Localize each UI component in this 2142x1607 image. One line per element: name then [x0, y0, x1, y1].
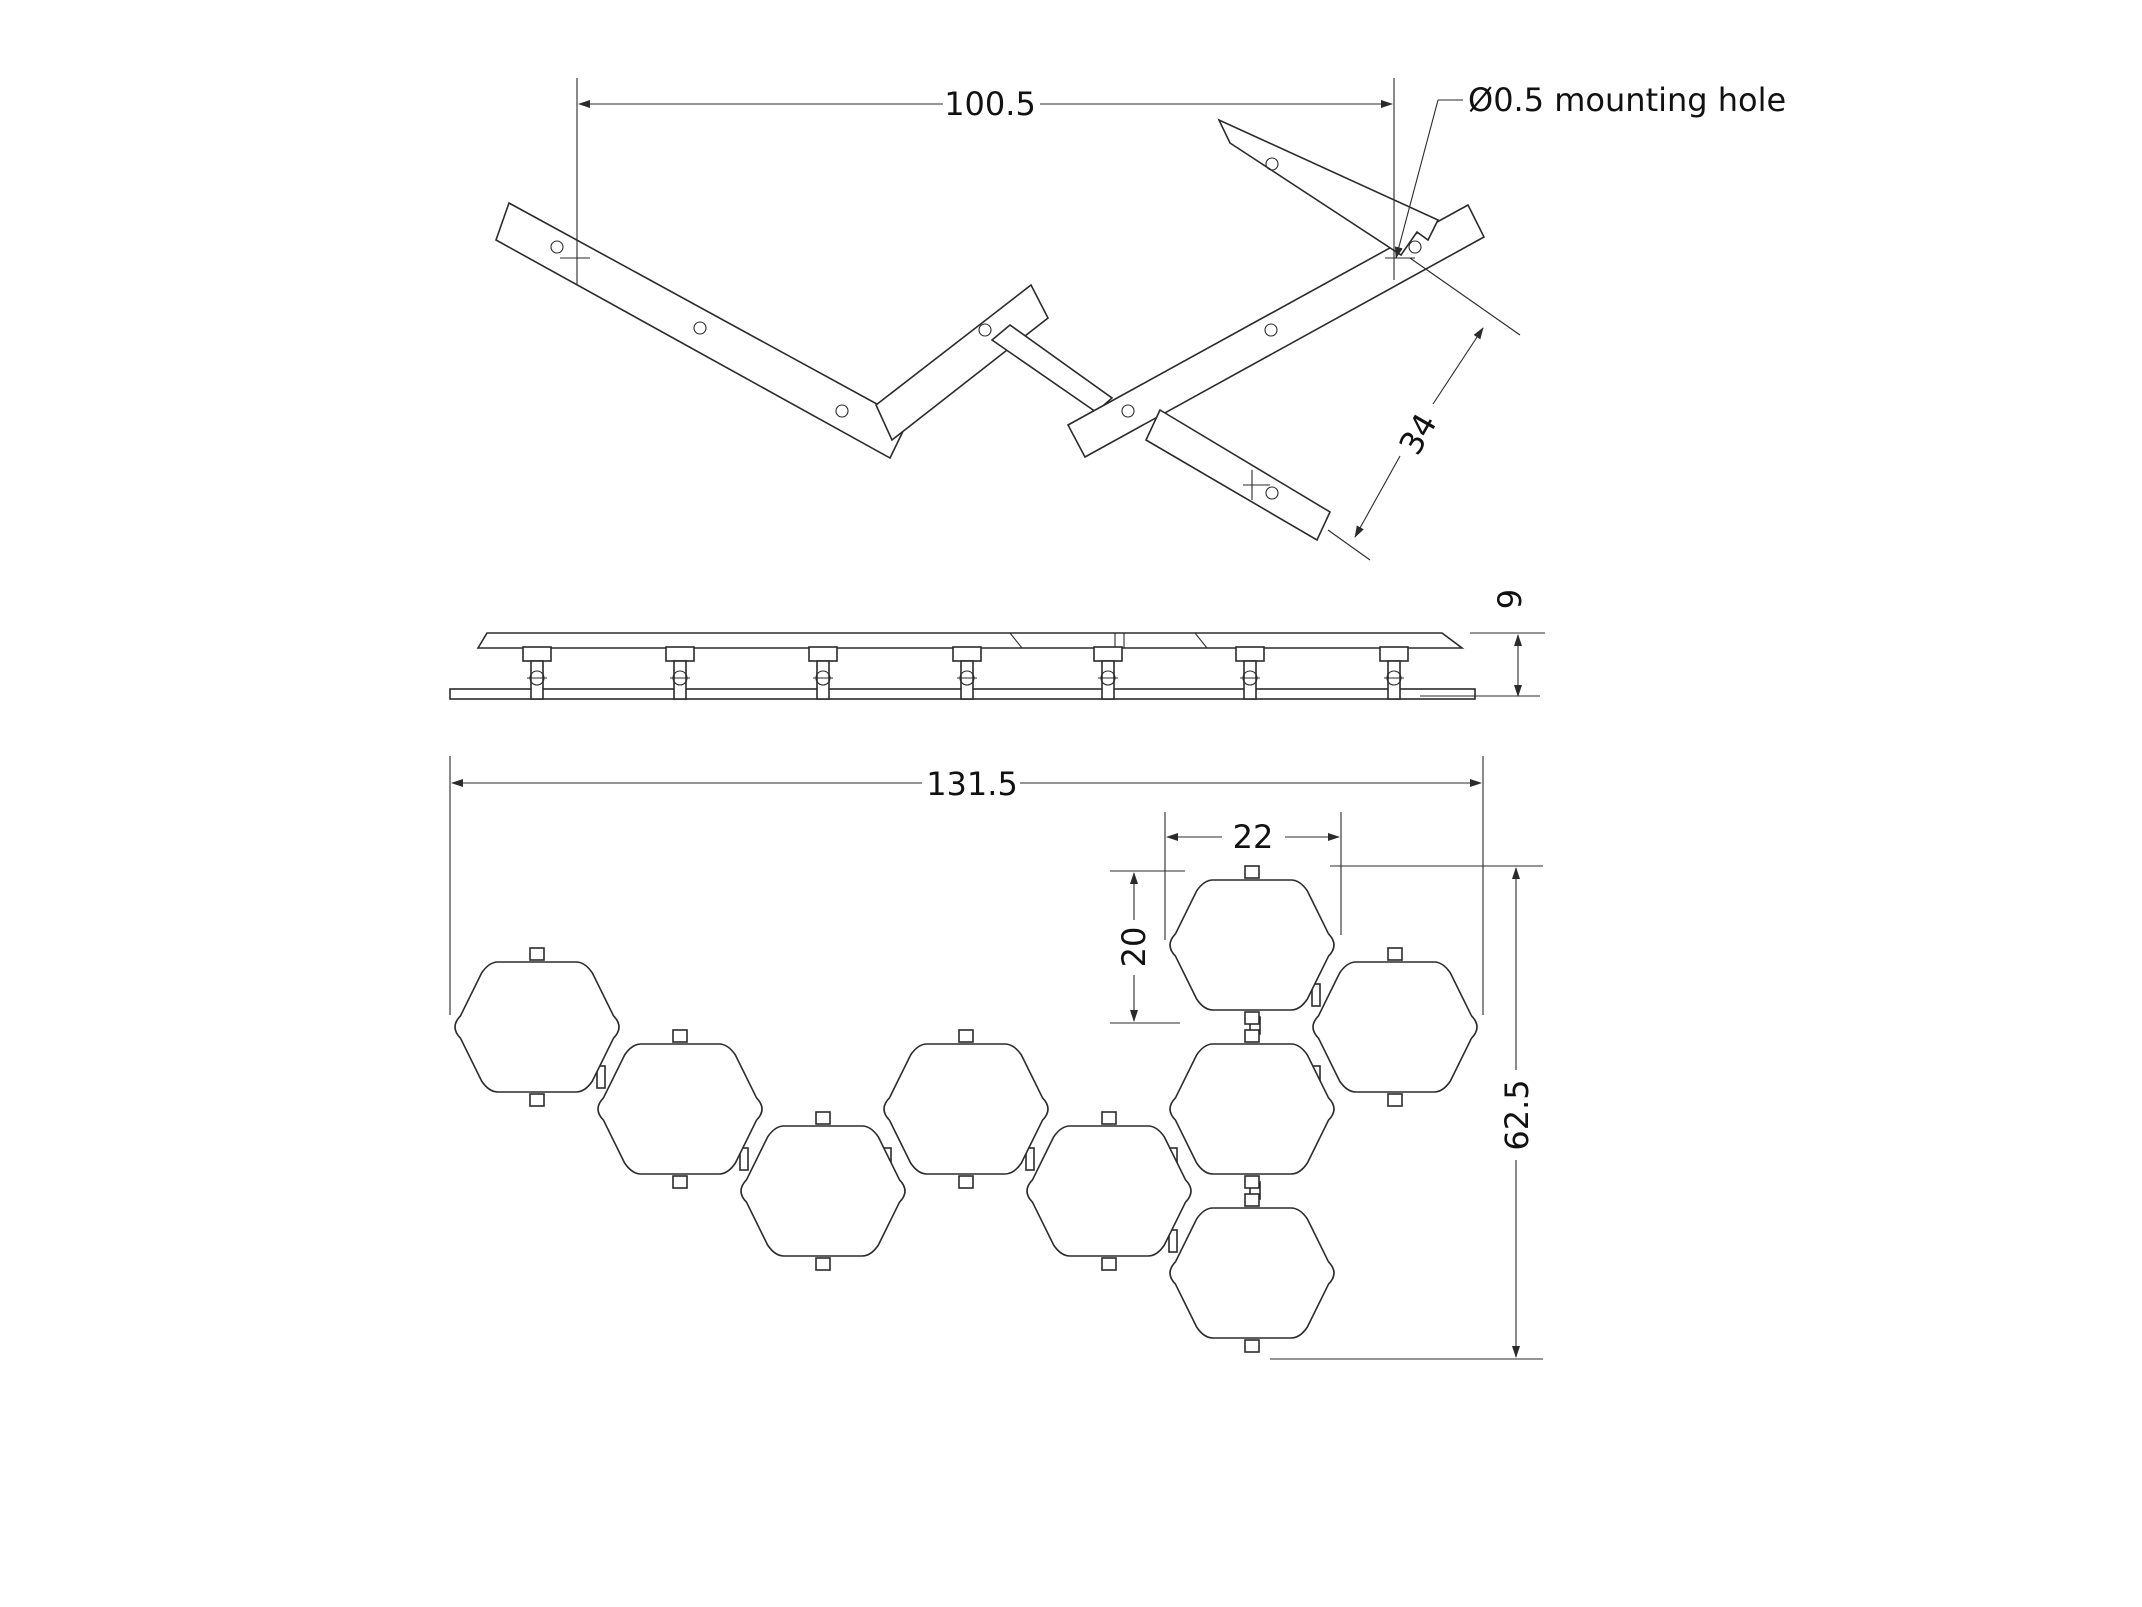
bracket-connector [990, 323, 1114, 414]
dim-hex-width-label: 22 [1233, 818, 1274, 856]
side-plate [476, 632, 1465, 649]
hexagon-panel [1312, 947, 1478, 1107]
front-view-hexagons [454, 865, 1478, 1353]
bracket-bar-right-lower [1144, 408, 1332, 542]
bracket-bar-left [495, 201, 910, 460]
bracket-bar-right-upper [1217, 118, 1440, 257]
dim-hex-width: 22 [1164, 812, 1342, 940]
dim-overall-width: 131.5 [449, 756, 1484, 1015]
side-view [449, 632, 1540, 700]
hexagon-panel [597, 1029, 763, 1189]
hexagons [454, 865, 1478, 1353]
dim-side-height-label: 9 [1491, 589, 1529, 609]
hexagon-panel [1026, 1111, 1192, 1271]
leader-mounting-hole: Ø0.5 mounting hole [1394, 81, 1786, 259]
side-connectors [522, 646, 1409, 700]
dim-hex-height-label: 20 [1115, 927, 1153, 968]
bracket-bar-left-short [875, 283, 1050, 442]
top-view-bracket [495, 118, 1486, 542]
hexagon-panel [1169, 1193, 1335, 1353]
dim-overall-width-label: 131.5 [926, 765, 1018, 803]
hexagon-panel [740, 1111, 906, 1271]
dim-top-width-label: 100.5 [944, 85, 1036, 123]
bracket-bar-right [1066, 203, 1486, 459]
dim-arm-length-label: 34 [1391, 407, 1444, 461]
dim-hex-height: 20 [1110, 870, 1185, 1024]
hexagon-panel [454, 947, 620, 1107]
dim-side-height: 9 [1470, 589, 1545, 697]
hexagon-panel [883, 1029, 1049, 1189]
hexagon-panel [1169, 1029, 1335, 1189]
dim-overall-height-label: 62.5 [1498, 1079, 1536, 1150]
mounting-hole-label: Ø0.5 mounting hole [1468, 81, 1786, 119]
dim-top-width: 100.5 [576, 78, 1395, 285]
hexagon-panel [1169, 865, 1335, 1025]
dim-overall-height: 62.5 [1270, 865, 1543, 1360]
mounting-holes [550, 157, 1422, 500]
